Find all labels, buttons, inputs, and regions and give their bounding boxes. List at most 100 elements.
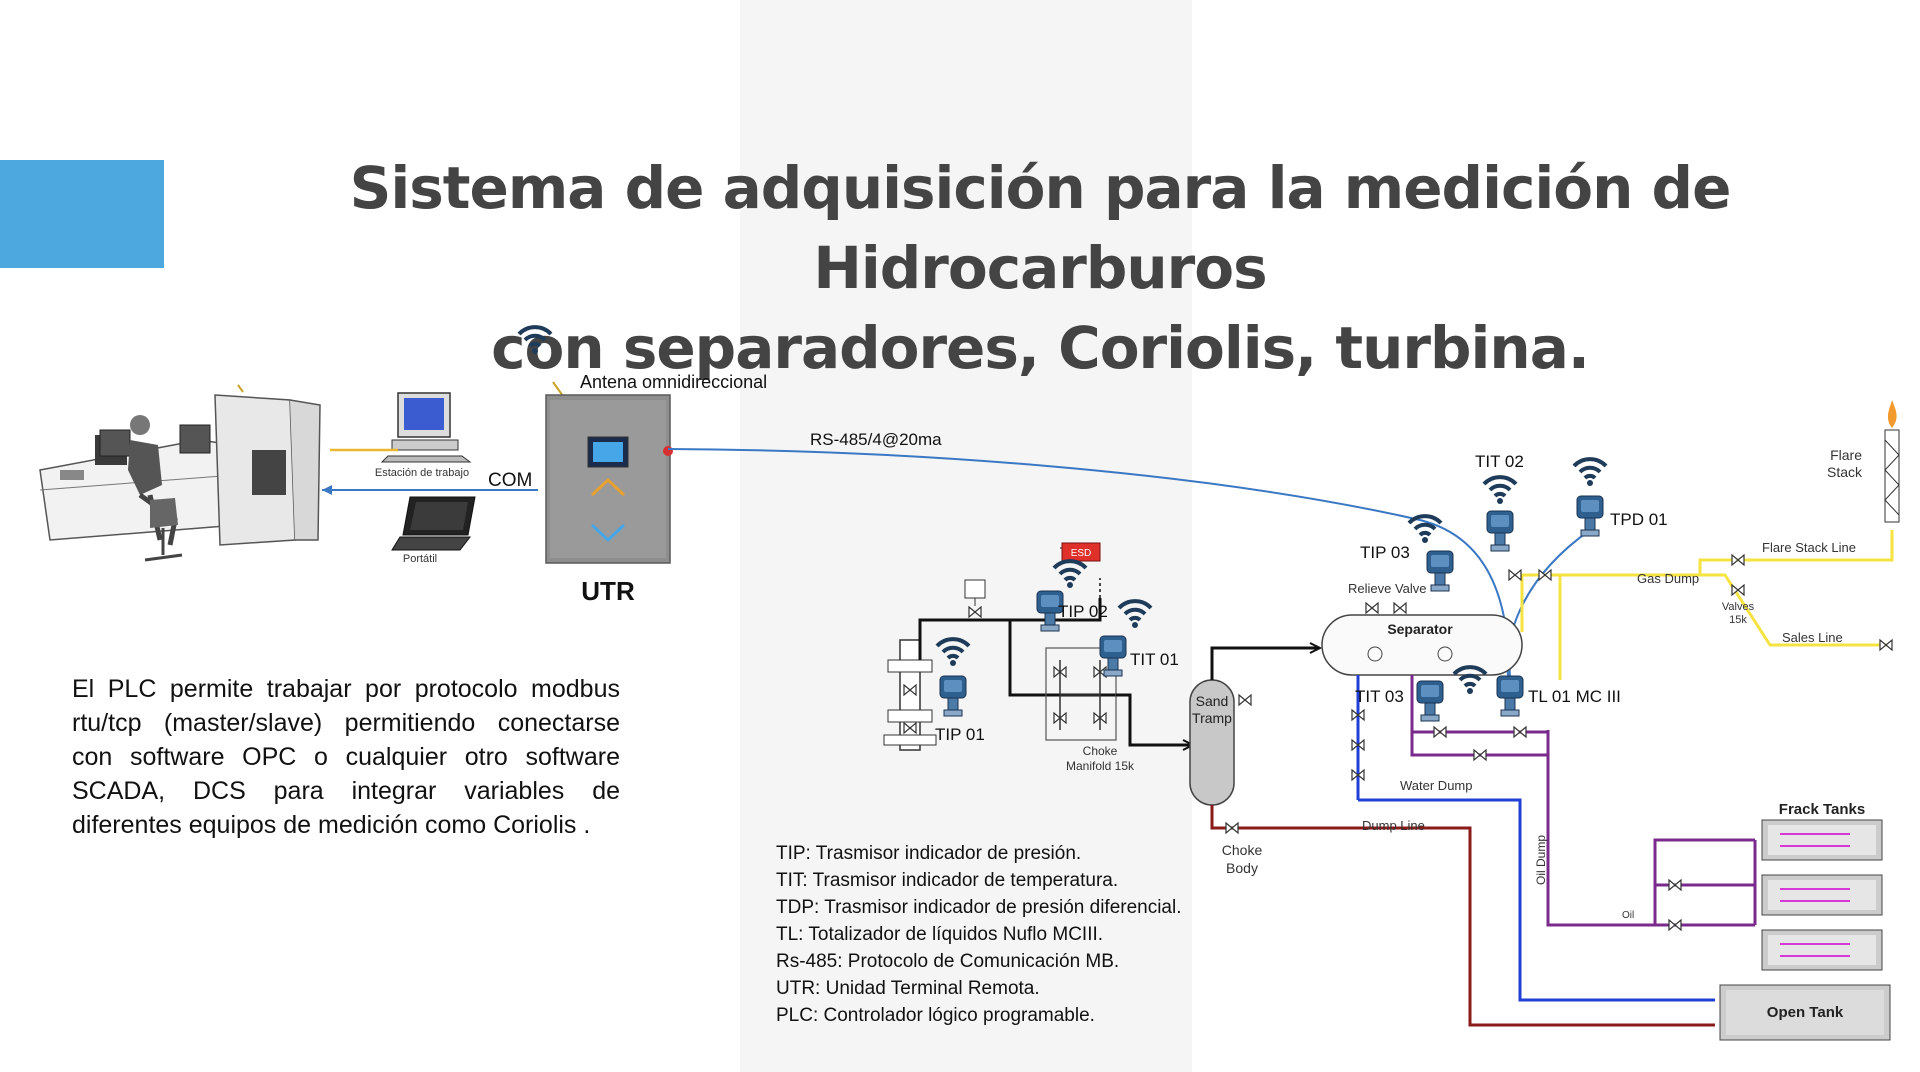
laptop-computer bbox=[391, 496, 476, 551]
sand-tramp-label-2: Tramp bbox=[1192, 710, 1232, 726]
esd-label: ESD bbox=[1071, 548, 1092, 559]
tip03-label: TIP 03 bbox=[1360, 543, 1410, 562]
tpd01-wifi-icon bbox=[1572, 457, 1608, 488]
page-title: Sistema de adquisición para la medición … bbox=[180, 148, 1900, 388]
title-line-2: con separadores, Coriolis, turbina. bbox=[491, 314, 1590, 382]
dump-line-label: Dump Line bbox=[1362, 818, 1425, 833]
tit02-transmitter bbox=[1486, 510, 1514, 552]
frack-tanks-label: Frack Tanks bbox=[1779, 801, 1865, 818]
tip01-transmitter bbox=[939, 675, 967, 717]
legend-item: PLC: Controlador lógico programable. bbox=[776, 1005, 1095, 1026]
description-paragraph: El PLC permite trabajar por protocolo mo… bbox=[72, 675, 620, 839]
tit02-label: TIT 02 bbox=[1475, 452, 1524, 471]
tit03-label: TIT 03 bbox=[1355, 687, 1404, 706]
background-band bbox=[740, 0, 1192, 1072]
oil-valve-1 bbox=[1433, 726, 1447, 738]
gas-valve-1 bbox=[1508, 569, 1522, 581]
choke-manifold-label-1: Choke bbox=[1083, 744, 1118, 758]
frack-tank-1 bbox=[1761, 819, 1883, 861]
sand-tramp-outlet-line bbox=[1210, 646, 1318, 680]
open-tank-inner bbox=[1726, 990, 1884, 1035]
rs485-signal-line bbox=[667, 448, 1511, 691]
sand-tramp-relief-valve bbox=[1238, 694, 1252, 706]
tip03-transmitter bbox=[1426, 550, 1454, 592]
rs485-label: RS-485/4@20ma bbox=[810, 430, 942, 449]
legend-item: TIP: Trasmisor indicador de presión. bbox=[776, 843, 1082, 864]
tit01-label: TIT 01 bbox=[1130, 650, 1179, 669]
flare-stack-label-2: Stack bbox=[1827, 464, 1863, 480]
wellhead-assembly bbox=[883, 639, 937, 751]
sales-line-label: Sales Line bbox=[1782, 630, 1843, 645]
relief-valve-1 bbox=[1365, 602, 1379, 614]
legend-item: TDP: Trasmisor indicador de presión dife… bbox=[776, 897, 1182, 918]
choke-body-valve bbox=[1225, 822, 1239, 834]
utr-cabinet bbox=[545, 394, 673, 564]
sales-end-valve bbox=[1879, 639, 1893, 651]
sand-tramp-label-1: Sand bbox=[1196, 693, 1229, 709]
flare-valve bbox=[1731, 554, 1745, 566]
tit02-wifi-icon bbox=[1482, 475, 1518, 506]
operator-desk-illustration bbox=[39, 384, 321, 562]
tip01-wifi-icon bbox=[935, 637, 971, 668]
tl01-transmitter bbox=[1496, 675, 1524, 717]
oil-valve-2 bbox=[1473, 749, 1487, 761]
relieve-valve-label: Relieve Valve bbox=[1348, 581, 1427, 596]
separator-inlet-arrow bbox=[1309, 642, 1323, 654]
com-arrow-head bbox=[322, 485, 332, 495]
esd-actuator bbox=[964, 579, 986, 599]
open-tank-label: Open Tank bbox=[1767, 1004, 1844, 1021]
tpd01-label: TPD 01 bbox=[1610, 510, 1668, 529]
com-label: COM bbox=[488, 470, 532, 491]
tip01-label: TIP 01 bbox=[935, 725, 985, 744]
gas-dump-label: Gas Dump bbox=[1637, 571, 1699, 586]
dump-line bbox=[1210, 805, 1715, 1027]
choke-body-label-2: Body bbox=[1226, 860, 1258, 876]
gas-line-flare bbox=[1520, 530, 1894, 632]
choke-body-label-1: Choke bbox=[1222, 842, 1263, 858]
legend-item: TL: Totalizador de líquidos Nuflo MCIII. bbox=[776, 924, 1104, 945]
flare-stack-label-1: Flare bbox=[1830, 447, 1862, 463]
valves-label-1: Valves bbox=[1722, 601, 1755, 613]
oil-valve-3 bbox=[1513, 726, 1527, 738]
tip02-label: TIP 02 bbox=[1058, 602, 1108, 621]
tl01-label: TL 01 MC III bbox=[1528, 687, 1621, 706]
valves-label-2: 15k bbox=[1729, 614, 1747, 626]
separator-sight-glass-1 bbox=[1367, 646, 1383, 662]
utr-label: UTR bbox=[581, 576, 635, 606]
tip03-wifi-icon bbox=[1407, 514, 1443, 545]
oil-label: Oil bbox=[1622, 910, 1634, 921]
rs485-signal-branch bbox=[1506, 529, 1591, 691]
frack-tank-3 bbox=[1761, 929, 1883, 971]
esd-box bbox=[1061, 542, 1101, 562]
water-dump-label: Water Dump bbox=[1400, 778, 1472, 793]
flare-stack-line-label: Flare Stack Line bbox=[1762, 540, 1856, 555]
oil-valve-4 bbox=[1668, 879, 1682, 891]
manifold-outlet-line bbox=[1116, 693, 1190, 747]
water-dump-line bbox=[1356, 675, 1715, 1002]
tpd01-transmitter bbox=[1576, 495, 1604, 537]
separator-sight-glass-2 bbox=[1437, 646, 1453, 662]
tit03-transmitter bbox=[1416, 680, 1444, 722]
tit01-wifi-icon bbox=[1117, 599, 1153, 630]
esd-valve bbox=[968, 606, 982, 618]
legend-list: TIP: Trasmisor indicador de presión. TIT… bbox=[776, 840, 1182, 1029]
laptop-label: Portátil bbox=[403, 553, 437, 565]
accent-bar bbox=[0, 160, 164, 268]
oil-valve-5 bbox=[1668, 919, 1682, 931]
workstation-label: Estación de trabajo bbox=[375, 467, 469, 479]
workstation-computer bbox=[380, 392, 472, 463]
legend-item: TIT: Trasmisor indicador de temperatura. bbox=[776, 870, 1119, 891]
tip02-wifi-icon bbox=[1052, 559, 1088, 590]
choke-manifold-label-2: Manifold 15k bbox=[1066, 759, 1135, 773]
title-line-1: Sistema de adquisición para la medición … bbox=[349, 154, 1732, 302]
legend-item: Rs-485: Protocolo de Comunicación MB. bbox=[776, 951, 1120, 972]
legend-item: UTR: Unidad Terminal Remota. bbox=[776, 978, 1040, 999]
separator-label: Separator bbox=[1387, 621, 1453, 637]
tit01-transmitter bbox=[1099, 635, 1127, 677]
gas-line-sales bbox=[1558, 573, 1888, 680]
flare-stack bbox=[1884, 400, 1900, 523]
utr-antenna-icon bbox=[517, 325, 553, 356]
antenna-label: Antena omnidireccional bbox=[580, 372, 767, 392]
frack-tank-2 bbox=[1761, 874, 1883, 916]
